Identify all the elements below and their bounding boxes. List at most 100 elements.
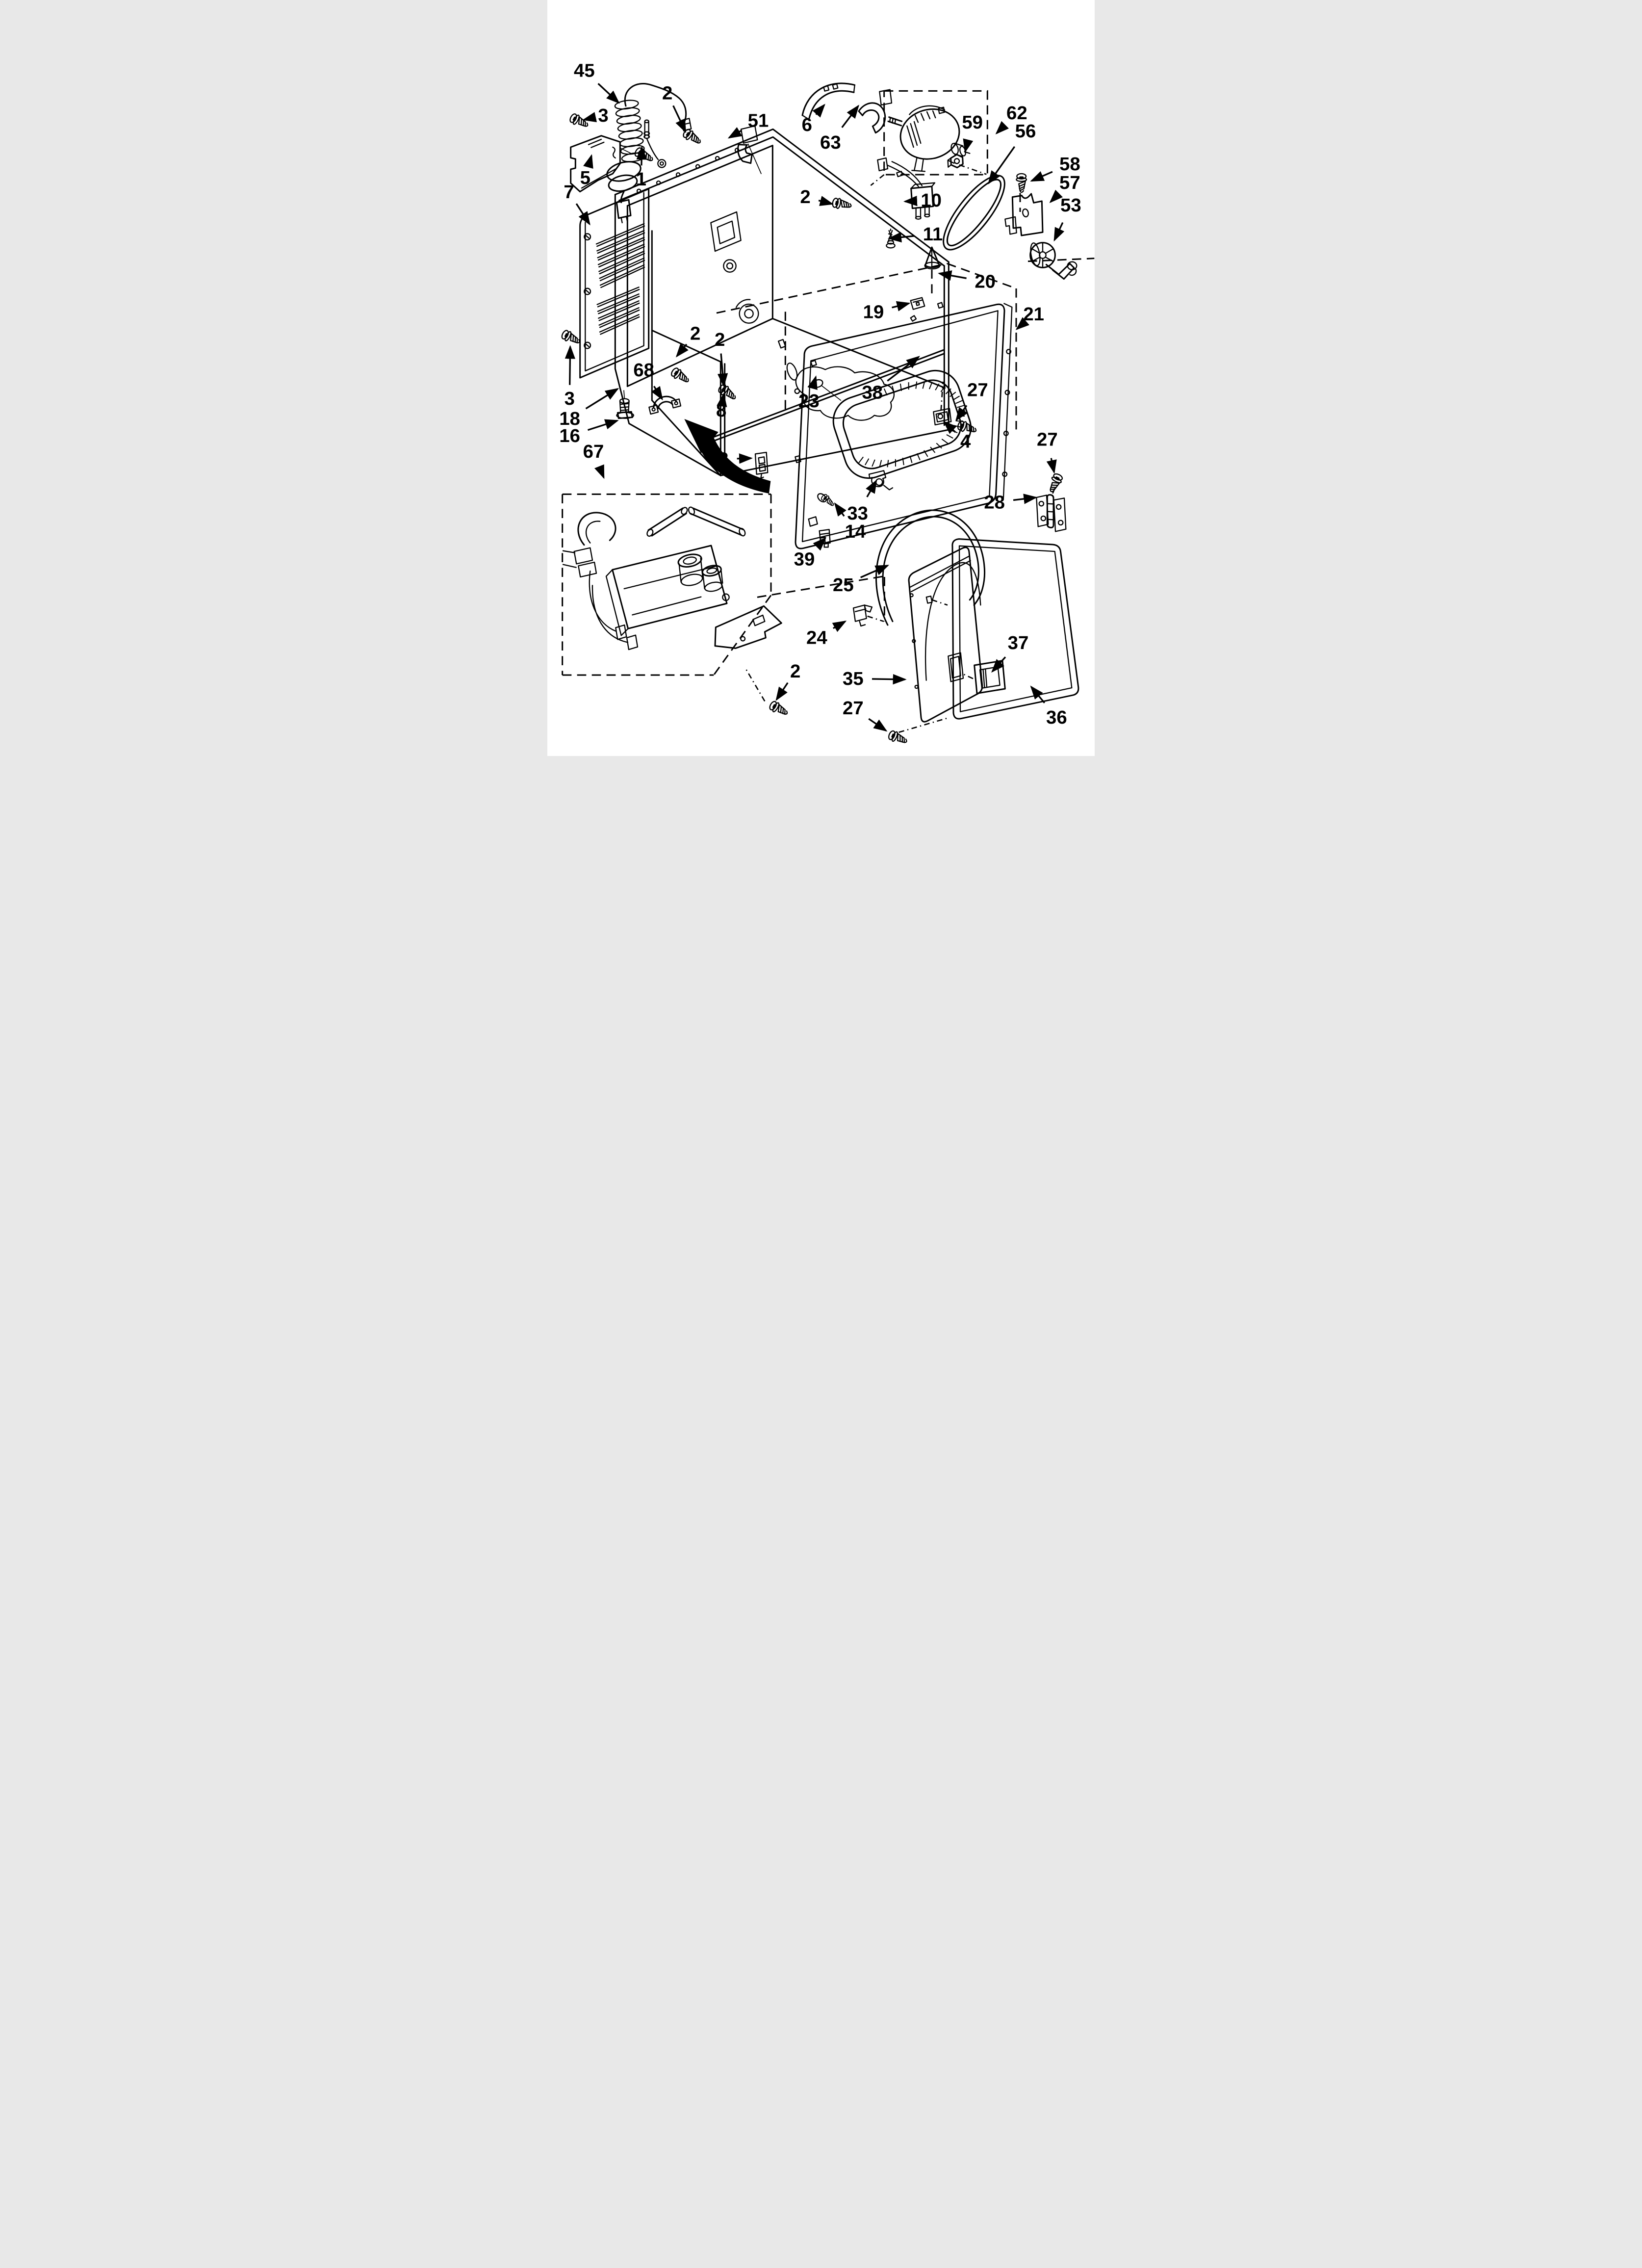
seal-hatch-mark (955, 400, 963, 404)
louver-slat (598, 307, 640, 328)
callout-arrow-21-20 (1015, 317, 1029, 330)
callout-label-1-13: 1 (636, 169, 646, 190)
seal-hatch-mark (936, 443, 942, 449)
callout-label-2-15: 2 (800, 186, 810, 208)
callout-arrow-68-23 (651, 386, 663, 401)
callout-arrow-14-37 (834, 502, 847, 517)
callout-label-4-33: 4 (960, 431, 971, 452)
callout-arrow-6-4 (812, 104, 825, 118)
callout-label-10-16: 10 (921, 190, 942, 211)
callout-label-51-3: 51 (748, 110, 769, 131)
callout-label-8-24: 8 (716, 400, 726, 421)
callout-label-59-7: 59 (962, 112, 983, 133)
callout-label-38-31: 38 (862, 382, 883, 403)
bracket-6 (801, 82, 856, 120)
callout-arrow-2-21 (675, 343, 689, 358)
clamp-68 (648, 395, 682, 415)
callout-arrow-27-32 (955, 405, 968, 421)
seal-hatch-mark (922, 381, 925, 389)
callout-label-23-30: 23 (798, 391, 820, 412)
callout-label-45-0: 45 (574, 60, 595, 81)
callout-arrow-59-7 (963, 138, 974, 153)
callout-arrow-7-14 (575, 203, 590, 226)
louver-slat (597, 236, 645, 261)
callout-arrow-20-18 (938, 270, 967, 281)
callout-label-14-37: 14 (845, 521, 866, 542)
cord-terminal (643, 119, 667, 168)
seal-hatch-mark (946, 434, 953, 439)
callout-arrow-10-16 (903, 195, 918, 207)
callout-arrow-51-3 (727, 127, 743, 139)
callout-arrow-23-30 (807, 375, 818, 390)
cabinet-shell (614, 128, 949, 476)
louver-slat (599, 314, 640, 335)
seal-hatch-mark (865, 458, 870, 466)
door-catch-24 (852, 604, 884, 627)
callout-arrow-16-28 (587, 419, 619, 431)
seal-hatch-mark (883, 388, 888, 396)
callout-label-2-22: 2 (715, 329, 725, 350)
seal-hatch-mark (928, 382, 933, 390)
callout-arrow-45-0 (597, 83, 620, 104)
callout-label-6-4: 6 (802, 114, 812, 135)
seal-hatch-mark (887, 460, 889, 468)
burner-inset-box (562, 493, 782, 702)
door-switch-10 (877, 157, 936, 220)
callout-arrow-27-43 (868, 718, 888, 732)
louver-slat (597, 243, 645, 268)
callout-arrow-58-9 (1030, 171, 1053, 182)
seal-hatch-mark (949, 391, 956, 397)
seal-hatch-mark (915, 381, 918, 389)
callout-label-11-17: 11 (923, 224, 943, 245)
callout-arrow-56-8 (988, 146, 1016, 185)
callout-arrow-2-41 (775, 682, 789, 701)
seal-hatch-mark (909, 455, 913, 463)
seal-hatch-mark (924, 450, 928, 457)
callout-label-2-21: 2 (690, 323, 700, 344)
seal-hatch-mark (940, 385, 946, 392)
seal-hatch-mark (858, 456, 864, 464)
callout-label-18-27: 18 (559, 408, 580, 429)
callout-arrow-48-25 (737, 453, 753, 464)
seal-hatch-mark (899, 383, 902, 391)
callout-arrow-63-5 (841, 104, 860, 128)
callout-label-68-23: 68 (633, 360, 654, 381)
rotation-arrow (684, 419, 771, 494)
back-panel-switch-plate (710, 211, 742, 273)
callout-arrow-37-44 (991, 656, 1006, 673)
callout-arrow-8-24 (717, 392, 727, 407)
callout-arrow-24-40 (832, 621, 847, 632)
seal-hatch-mark (902, 457, 904, 466)
callout-label-36-45: 36 (1046, 707, 1067, 728)
callout-label-27-34: 27 (1037, 429, 1058, 450)
front-panel (795, 297, 1013, 549)
callout-arrow-2-1 (672, 105, 687, 133)
louver-slat (599, 264, 645, 288)
callout-arrow-39-38 (813, 537, 827, 551)
callout-arrow-38-31 (887, 356, 920, 382)
callout-label-39-38: 39 (794, 549, 815, 570)
callout-label-35-42: 35 (843, 668, 864, 689)
seal-hatch-mark (952, 395, 960, 400)
callout-label-53-11: 53 (1060, 195, 1081, 216)
callout-label-3-26: 3 (564, 388, 575, 409)
seal-hatch-mark (879, 460, 882, 468)
callout-label-57-10: 57 (1059, 172, 1080, 193)
callout-arrow-4-33 (943, 420, 957, 434)
seal-hatch-mark (872, 459, 875, 467)
switch-48 (754, 451, 769, 479)
burner-assembly (562, 506, 782, 651)
callout-label-20-18: 20 (975, 271, 996, 292)
louver-slat (596, 287, 640, 308)
exploded-parts-diagram: 4523516636259565857535172101120192122688… (547, 0, 1095, 756)
power-cord (606, 83, 692, 224)
callout-label-56-8: 56 (1015, 121, 1036, 142)
clip-19 (910, 297, 944, 310)
callout-arrow-36-45 (1030, 685, 1046, 704)
callout-label-24-40: 24 (806, 627, 827, 649)
callout-arrow-67-29 (594, 464, 605, 479)
callout-arrow-3-2 (582, 112, 597, 123)
panel-screw-heads (584, 233, 591, 349)
